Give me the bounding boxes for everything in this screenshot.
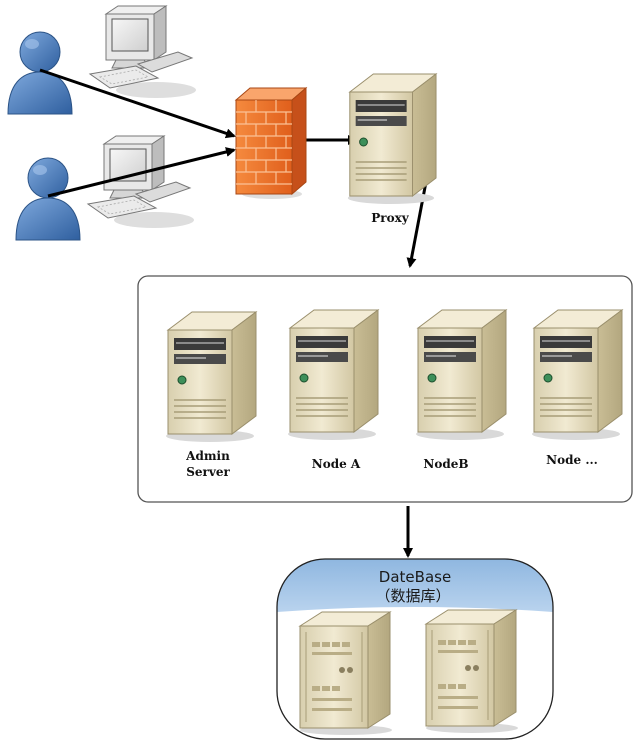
database-title: DateBase [379,568,451,586]
node-more-server-icon [531,309,623,441]
admin-server-icon [165,311,257,443]
admin-server-label-line2: Server [186,465,230,479]
admin-server-label-line1: Admin [185,449,230,463]
proxy-server-icon [347,73,437,205]
cluster-box [137,275,633,503]
node-b-label: NodeB [423,457,468,471]
database-server-2-icon [425,609,519,734]
node-b-server-icon [415,309,507,441]
connector-user-bottom-to-firewall [47,147,236,198]
workstation-top-icon [89,5,197,99]
user-bottom-icon [15,157,81,241]
firewall-icon [234,86,308,199]
user-top-icon [7,31,73,115]
node-more-label: Node ... [546,453,598,467]
database-subtitle: （数据库） [375,587,450,605]
node-a-server-icon [287,309,379,441]
proxy-label: Proxy [371,211,410,225]
connector-user-top-to-firewall [39,68,236,139]
database-server-1-icon [299,611,393,736]
node-a-label: Node A [312,457,361,471]
